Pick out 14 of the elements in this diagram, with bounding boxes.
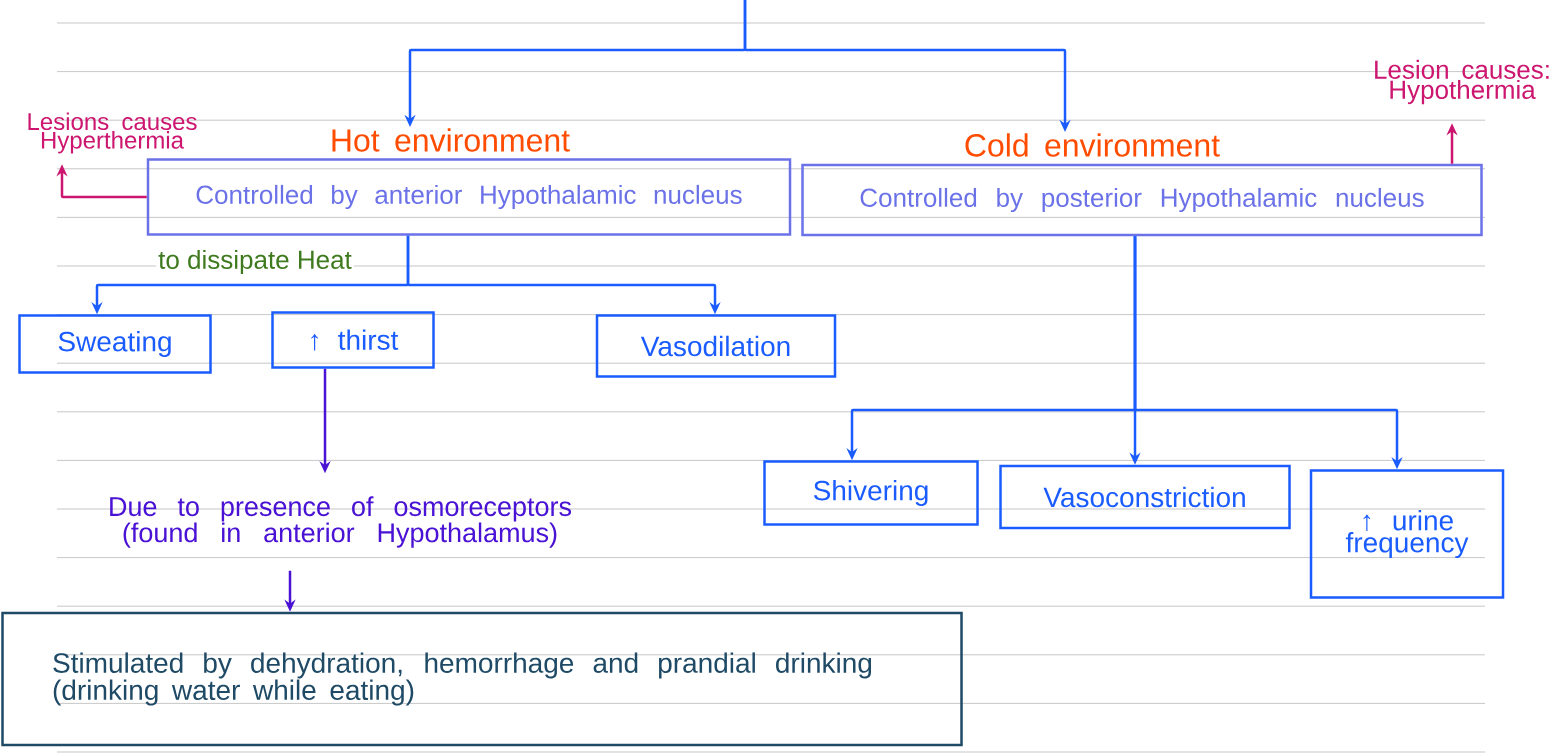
text-box: ↑ thirst [271,311,435,369]
node-label: Cold environment [965,133,1220,157]
note-text: Due to presence of osmoreceptors (found in anterior Hypothalamus) [110,496,572,548]
note-text: Lesions causes Hyperthermia [28,112,197,154]
text-box: Sweating [18,314,212,374]
text-box: Shivering [763,460,979,526]
node-label: Hot environment [332,128,570,152]
text-box: Stimulated by dehydration, hemorrhage and prandial drinking (drinking water while eating) [1,611,963,747]
text-box: ↑ urine frequency [1309,469,1505,599]
text-box: Vasoconstriction [999,464,1291,530]
note-text: Lesion causes: Hypothermia [1375,59,1549,105]
text-box: Cold environment Controlled by posterior Hypothalamic nucleus [801,133,1483,237]
text-box: Vasodilation [595,314,837,378]
edge-label: to dissipate Heat [156,247,354,277]
